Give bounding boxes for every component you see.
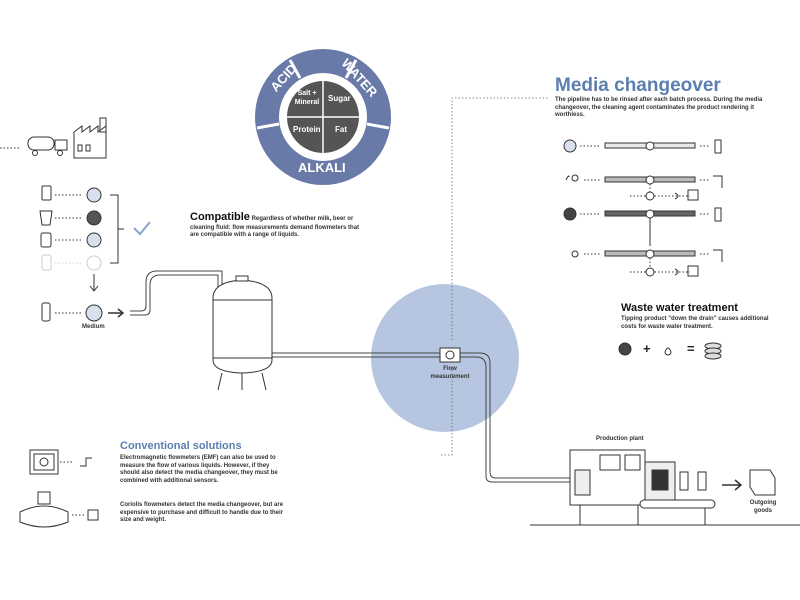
waste-plus-sign: + [643, 341, 651, 356]
media-changeover-rows [563, 139, 723, 277]
conventional-emf-description: Electromagnetic flowmeters (EMF) can als… [120, 455, 278, 484]
wheel-label-alkali: ALKALI [298, 160, 346, 175]
media-wheel [255, 49, 391, 185]
check-icon [133, 221, 151, 236]
compatible-title: Compatible [190, 211, 250, 223]
truck-icon [0, 136, 68, 156]
tank-icon [212, 275, 273, 391]
flowmeter-icon [439, 347, 461, 363]
pipeline [130, 270, 570, 483]
compatible-liquid-list [39, 185, 125, 322]
waste-equals-sign: = [687, 341, 695, 356]
media-changeover-description: The pipeline has to be rinsed after each… [555, 97, 763, 118]
wheel-quadrant-protein: Protein [293, 125, 321, 134]
media-changeover-title: Media changeover [555, 75, 721, 96]
compatible-block: Compatible Regardless of whether milk, b… [190, 211, 365, 240]
dotted-guide-line-bottom [440, 370, 453, 456]
waste-equation-icons [618, 342, 722, 360]
wheel-quadrant-sugar: Sugar [328, 94, 351, 103]
waste-water-title: Waste water treatment [621, 302, 738, 314]
conventional-coriolis-description: Coriolis flowmeters detect the media cha… [120, 502, 284, 523]
conventional-title: Conventional solutions [120, 440, 242, 452]
flow-measurement-label: Flow measurement [430, 366, 470, 380]
waste-water-description: Tipping product "down the drain" causes … [621, 316, 769, 330]
wheel-quadrant-fat: Fat [335, 125, 347, 134]
production-plant-label: Production plant [596, 436, 644, 442]
dotted-guide-line [451, 97, 548, 340]
production-plant-icon [530, 449, 800, 526]
wheel-quadrant-salt-mineral: Salt + Mineral [294, 90, 320, 106]
compatible-description: Regardless of whether milk, beer or clea… [190, 216, 360, 239]
medium-label: Medium [82, 324, 105, 330]
conventional-icons [19, 449, 99, 528]
factory-icon [73, 117, 107, 159]
outgoing-goods-label: Outgoing goods [749, 500, 777, 514]
